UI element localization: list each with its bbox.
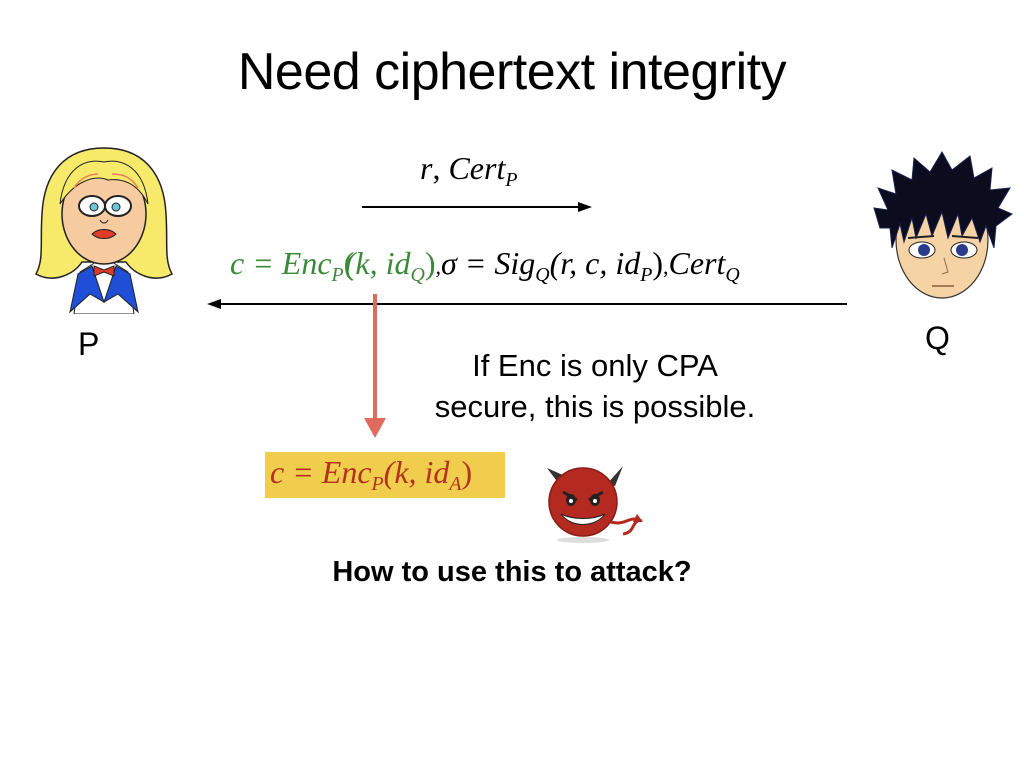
party-p-label: P — [78, 326, 100, 362]
party-p-avatar — [34, 144, 174, 315]
signature-expression: σ = SigQ(r, c, idP) — [440, 245, 663, 286]
nonce-r: r — [420, 150, 433, 186]
arrow-q-to-p — [207, 299, 847, 309]
tamper-arrow — [364, 294, 386, 438]
arrow-p-to-q — [362, 202, 592, 212]
arrowhead-left-icon — [207, 299, 221, 309]
cpa-note: If Enc is only CPA secure, this is possi… — [434, 348, 756, 424]
message-p-to-q: r, CertP — [420, 150, 518, 191]
blonde-woman-icon — [34, 147, 174, 315]
message-q-to-p: c = EncP((k, idQ),σ = SigQ(r, c, idP),Ce… — [230, 245, 740, 286]
ciphertext-expression: c = EncP((k, idQ) — [230, 245, 436, 286]
arrowhead-down-icon — [364, 418, 386, 438]
party-q-avatar — [870, 148, 1015, 308]
forged-ciphertext-highlight — [265, 452, 505, 498]
slide-title: Need ciphertext integrity — [237, 43, 787, 101]
cert-q: CertQ — [668, 245, 740, 286]
arrowhead-right-icon — [578, 202, 592, 212]
attack-question: How to use this to attack? — [332, 556, 692, 588]
adversary-avatar — [545, 462, 645, 544]
devil-icon — [547, 466, 643, 543]
party-q-label: Q — [925, 320, 950, 356]
dark-haired-man-icon — [873, 151, 1013, 299]
forged-ciphertext: c = EncP(k, idA) — [270, 454, 473, 495]
cert-p: Cert — [448, 150, 506, 186]
